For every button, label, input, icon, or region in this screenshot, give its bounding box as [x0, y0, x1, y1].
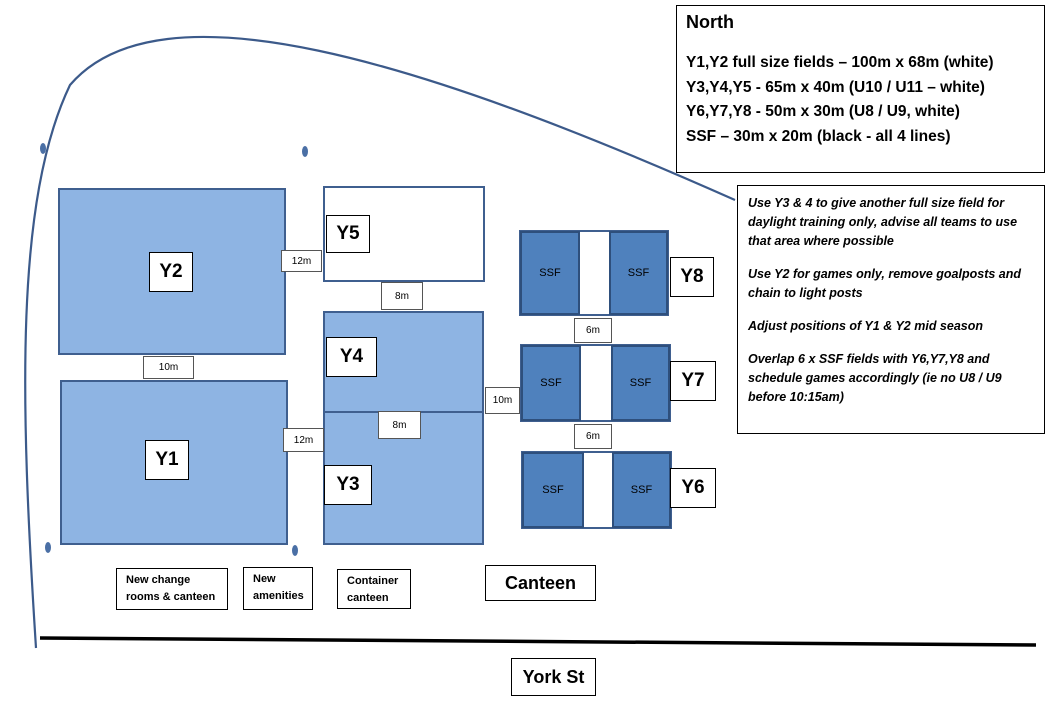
gap-y4-y7: 10m [485, 387, 520, 414]
field-y5-label: Y5 [326, 215, 370, 253]
ssf-y7-left: SSF [521, 345, 581, 421]
building-canteen: Canteen [485, 565, 596, 601]
light-post-2 [302, 146, 308, 157]
field-y2-label: Y2 [149, 252, 193, 292]
field-y6-label: Y6 [670, 468, 716, 508]
gap-y2-y1: 10m [143, 356, 194, 379]
gap-y5-y4: 8m [381, 282, 423, 310]
light-post-4 [292, 545, 298, 556]
gap-y8-y7: 6m [574, 318, 612, 343]
street-label: York St [511, 658, 596, 696]
field-y7-label: Y7 [670, 361, 716, 401]
gap-y1-y4: 12m [283, 428, 324, 452]
building-amenities: New amenities [243, 567, 313, 610]
ssf-y6-left: SSF [522, 452, 584, 528]
legend-line-2: Y3,Y4,Y5 - 65m x 40m (U10 / U11 – white) [686, 78, 985, 96]
ssf-y7-right: SSF [611, 345, 670, 421]
legend-line-1: Y1,Y2 full size fields – 100m x 68m (whi… [686, 54, 994, 71]
ssf-y8-right: SSF [609, 231, 668, 315]
field-y1-label: Y1 [145, 440, 189, 480]
legend-line-4: SSF – 30m x 20m (black - all 4 lines) [686, 127, 951, 145]
building-change-rooms: New change rooms & canteen [116, 568, 228, 610]
light-post-1 [40, 143, 46, 154]
gap-y7-y6: 6m [574, 424, 612, 449]
ssf-y6-right: SSF [612, 452, 671, 528]
building-container-canteen: Container canteen [337, 569, 411, 609]
field-y3-label: Y3 [324, 465, 372, 505]
field-y5 [323, 186, 485, 282]
note-3: Adjust positions of Y1 & Y2 mid season [748, 319, 984, 333]
ssf-y8-left: SSF [520, 231, 580, 315]
gap-y2-y5: 12m [281, 250, 322, 272]
boundary-curve [24, 35, 736, 649]
field-y4-label: Y4 [326, 337, 377, 377]
street-line [39, 636, 1037, 647]
light-post-3 [45, 542, 51, 553]
legend-line-3: Y6,Y7,Y8 - 50m x 30m (U8 / U9, white) [686, 103, 960, 120]
notes-box: Use Y3 & 4 to give another full size fie… [737, 185, 1045, 434]
note-2: Use Y2 for games only, remove goalposts … [748, 267, 1022, 300]
field-y8-label: Y8 [670, 257, 714, 297]
gap-y4-y3: 8m [378, 411, 421, 439]
note-1: Use Y3 & 4 to give another full size fie… [748, 196, 1018, 248]
legend-title: North [686, 12, 734, 32]
note-4: Overlap 6 x SSF fields with Y6,Y7,Y8 and… [748, 352, 1002, 404]
legend-box: North Y1,Y2 full size fields – 100m x 68… [676, 5, 1045, 173]
